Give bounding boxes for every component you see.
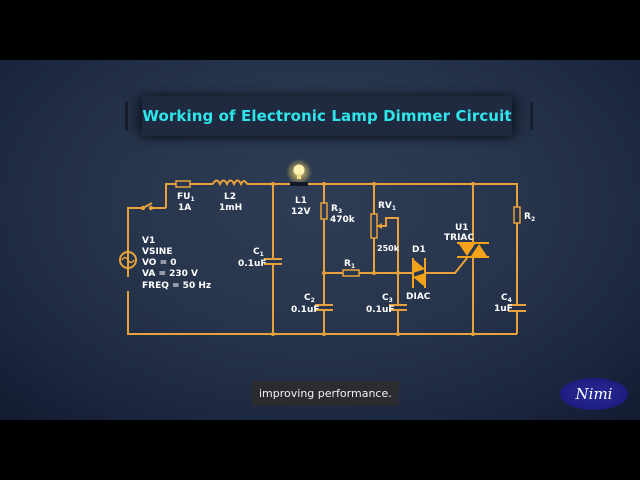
triac-icon	[457, 242, 489, 258]
v1-freq: FREQ = 50 Hz	[142, 281, 211, 291]
switch-contact	[148, 205, 154, 211]
fuse-icon	[175, 180, 191, 188]
junction-dot	[471, 182, 475, 186]
circuit-diagram: V1 VSINE VO = 0 VA = 230 V FREQ = 50 Hz …	[119, 159, 535, 336]
capacitor-c4-icon	[508, 304, 526, 312]
c2-value: 0.1uF	[291, 305, 320, 315]
inductor-icon	[212, 179, 248, 187]
slide-title: Working of Electronic Lamp Dimmer Circui…	[142, 107, 512, 125]
nimi-logo: Nimi	[560, 378, 628, 410]
component-labels: V1 VSINE VO = 0 VA = 230 V FREQ = 50 Hz …	[142, 192, 535, 315]
letterbox-bottom	[0, 420, 640, 480]
junction-dot	[322, 332, 326, 336]
junction-dot	[271, 182, 275, 186]
l1-value: 12V	[291, 207, 311, 217]
capacitor-c3-icon	[389, 304, 407, 311]
rv1-value: 250k	[377, 244, 400, 253]
potentiometer-rv1-icon	[370, 213, 382, 239]
wire-bottom-rail	[127, 291, 517, 335]
video-frame[interactable]: Working of Electronic Lamp Dimmer Circui…	[0, 60, 640, 420]
junction-dot	[471, 332, 475, 336]
subtitle-caption: improving performance.	[252, 381, 399, 406]
wire-to-fuse	[165, 183, 176, 208]
wire-rv1-wiper-c3	[377, 217, 399, 334]
l2-label: L2	[224, 192, 236, 202]
c4-value: 1uF	[494, 304, 513, 314]
junction-dot	[396, 271, 400, 275]
junction-dot	[322, 182, 326, 186]
d1-label: D1	[412, 245, 426, 255]
c1-value: 0.1uF	[238, 259, 267, 269]
ac-source-icon	[119, 251, 137, 269]
resistor-r1-icon	[342, 269, 360, 277]
c2-label: C2	[304, 293, 315, 304]
rv1-label: RV1	[378, 201, 396, 212]
letterbox-top	[0, 0, 640, 60]
d1-type: DIAC	[406, 292, 431, 302]
diac-icon	[412, 258, 426, 288]
l1-label: L1	[295, 196, 307, 206]
junction-dot	[271, 332, 275, 336]
u1-label: U1	[455, 223, 469, 233]
r2-label: R2	[524, 212, 535, 223]
wire-left-upper	[127, 207, 143, 277]
c1-label: C1	[253, 247, 264, 258]
fu1-label: FU1	[177, 192, 195, 203]
title-banner: Working of Electronic Lamp Dimmer Circui…	[142, 96, 512, 136]
junction-dot	[322, 271, 326, 275]
wires	[127, 183, 518, 335]
v1-label: V1	[142, 236, 155, 246]
capacitor-c1-icon	[264, 258, 282, 265]
v1-type: VSINE	[142, 247, 172, 257]
junction-dot	[396, 332, 400, 336]
r1-label: R1	[344, 259, 355, 270]
switch-icon	[142, 202, 153, 209]
u1-type: TRIAC	[444, 233, 474, 243]
resistor-r3-icon	[320, 202, 328, 220]
v1-va: VA = 230 V	[142, 269, 198, 279]
c3-label: C3	[382, 293, 393, 304]
junction-dot	[372, 271, 376, 275]
l2-value: 1mH	[219, 203, 242, 213]
title-decor-left	[125, 102, 128, 130]
wire-top-rail	[308, 183, 518, 207]
v1-vo: VO = 0	[142, 258, 177, 268]
c3-value: 0.1uF	[366, 305, 395, 315]
r3-value: 470k	[330, 215, 356, 225]
c4-label: C4	[501, 293, 512, 304]
junction-dot	[372, 182, 376, 186]
lamp-bulb-icon	[286, 159, 312, 186]
wire-diac-gate	[425, 257, 468, 274]
capacitor-c2-icon	[315, 304, 333, 311]
r3-label: R3	[331, 204, 342, 215]
title-decor-right	[530, 102, 533, 130]
fu1-value: 1A	[178, 203, 191, 213]
resistor-r2-icon	[513, 206, 521, 224]
